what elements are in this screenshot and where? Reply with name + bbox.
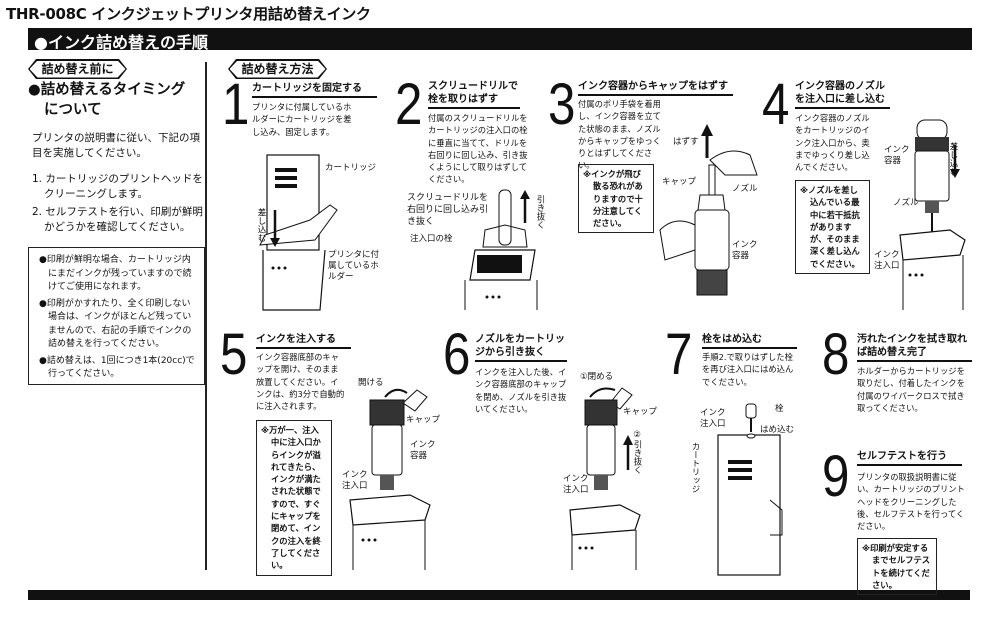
step-6-label-pull: ②引き抜く <box>632 430 642 474</box>
step-8-title: 汚れたインクを拭き取れば詰め替え完了 <box>857 333 972 362</box>
step-5-label-open: 開ける <box>358 378 384 388</box>
step-3-label-cap: キャップ <box>662 177 697 187</box>
method-label: 詰め替え方法 <box>230 61 326 78</box>
timing-note: ●詰め替えは、1回につき1本(20cc)で行ってください。 <box>39 355 195 380</box>
section-banner: ●インク詰め替えの手順 <box>28 28 972 52</box>
step-4-note: ※ノズルを差し込んでいる最中に若干抵抗がありますが、そのまま深く差し込んでくださ… <box>795 180 870 275</box>
step-6-text: インクを注入した後、インク容器底部のキャップを閉め、ノズルを引き抜いてください。 <box>475 367 567 414</box>
step-4-illustration <box>899 119 966 310</box>
step-3-label-container: インク容器 <box>732 240 758 261</box>
step-5-illustration <box>349 388 431 570</box>
step-5-label-cap: キャップ <box>406 415 441 425</box>
step-2-label-drill: スクリュードリルを右回りに回し込み引き抜く <box>407 193 489 227</box>
step-4-number: 4 <box>762 72 790 137</box>
step-3-illustration <box>659 124 758 296</box>
step-8-text: ホルダーからカートリッジを取りだし、付着したインクを付属のワイパークロスで拭き取… <box>857 366 965 413</box>
column-divider <box>205 62 207 570</box>
step-2-label-plug: 注入口の栓 <box>410 234 453 244</box>
step-4-label-container: インク容器 <box>884 145 910 166</box>
step-3-number: 3 <box>548 72 576 137</box>
step-1-label-insert: 差し込む <box>256 208 266 242</box>
step-1-number: 1 <box>222 72 250 137</box>
step-4-label-inlet: インク注入口 <box>874 250 900 271</box>
before-refill-tag: 詰め替え前に <box>28 59 127 79</box>
timing-item-1: 1. カートリッジのプリントヘッドをクリーニングします。 <box>32 173 203 200</box>
step-3-note: ※インクが飛び散る恐れがありますので十分注意してください。 <box>578 164 654 234</box>
before-refill-label: 詰め替え前に <box>30 61 126 78</box>
timing-heading: ●詰め替えるタイミング について <box>28 80 203 120</box>
method-tag: 詰め替え方法 <box>228 59 327 79</box>
step-6-title: ノズルをカートリッジから引き抜く <box>475 333 567 362</box>
step-2-title: スクリュードリルで栓を取りはずす <box>428 80 520 109</box>
step-3-title: インク容器からキャップをはずす <box>578 80 733 96</box>
timing-note: ●印刷が鮮明な場合、カートリッジ内にまだインクが残っていますので続けてご使用にな… <box>39 255 192 292</box>
step-2-text: 付属のスクリュードリルをカートリッジの注入口の栓に垂直に当てて、ドリルを右回りに… <box>428 113 528 185</box>
step-9-note: ※印刷が安定するまでセルフテストを続けてください。 <box>857 538 937 596</box>
step-2-illustration <box>464 189 538 310</box>
timing-intro: プリンタの説明書に従い、下記の項目を実施してください。 <box>32 132 200 159</box>
step-3-text: 付属のポリ手袋を着用し、インク容器を立てた状態のまま、ノズルからキャップをゆっく… <box>578 99 661 171</box>
step-9-title: セルフテストを行う <box>857 450 962 466</box>
step-7-number: 7 <box>665 322 693 387</box>
step-5-label-inlet: インク注入口 <box>342 470 368 491</box>
timing-heading-line1: ●詰め替えるタイミング <box>28 82 186 98</box>
step-7-text: 手順2.で取りはずした栓を再び注入口にはめ込んでください。 <box>702 352 794 387</box>
step-6-label-cap: キャップ <box>623 407 658 417</box>
step-6-label-close: ①閉める <box>580 372 614 382</box>
step-1-title: カートリッジを固定する <box>252 82 377 98</box>
step-3-label-nozzle: ノズル <box>732 184 758 194</box>
step-9-number: 9 <box>822 444 850 509</box>
timing-item-2: 2. セルフテストを行い、印刷が鮮明かどうかを確認してください。 <box>32 206 203 233</box>
step-7-label-plug: 栓 <box>775 404 784 414</box>
step-6-number: 6 <box>443 322 471 387</box>
step-5-number: 5 <box>220 322 248 387</box>
step-6-illustration <box>569 387 641 570</box>
step-4-title: インク容器のノズルを注入口に差し込む <box>795 80 890 109</box>
document-title: THR-008C インクジェットプリンタ用詰め替えインク <box>6 5 371 23</box>
step-7-illustration <box>717 403 783 576</box>
step-4-label-nozzle: ノズル <box>893 198 919 208</box>
step-2-number: 2 <box>395 72 423 137</box>
step-4-label-insert: 差し込む <box>948 142 958 176</box>
step-7-label-fit: はめ込む <box>760 425 795 435</box>
step-5-note: ※万が一、注入中に注入口からインクが溢れてきたら、インクが満たされた状態ですので… <box>256 420 332 576</box>
bottom-bar <box>28 590 970 600</box>
timing-note: ●印刷がかすれたり、全く印刷しない場合は、インクがほとんど残っていませんので、右… <box>39 298 192 350</box>
step-1-illustration <box>259 154 338 311</box>
step-4-text: インク容器のノズルをカートリッジのインク注入口から、奥までゆっくり差し込んでくだ… <box>795 113 870 173</box>
step-7-label-inlet: インク注入口 <box>700 408 726 429</box>
step-3-label-remove: はずす <box>673 137 699 147</box>
step-1-label-cartridge: カートリッジ <box>325 163 377 173</box>
step-5-label-container: インク容器 <box>410 440 436 461</box>
step-1-text: プリンタに付属しているホルダーにカートリッジを差し込み、固定します。 <box>252 102 352 137</box>
step-2-label-pull: 引き抜く <box>535 195 545 229</box>
timing-notes-box: ●印刷が鮮明な場合、カートリッジ内にまだインクが残っていますので続けてご使用にな… <box>28 247 205 385</box>
step-8-number: 8 <box>822 322 850 387</box>
step-1-label-holder: プリンタに付属しているホルダー <box>328 250 380 282</box>
timing-heading-line2: について <box>44 102 102 118</box>
step-7-title: 栓をはめ込む <box>702 333 797 349</box>
step-6-label-inlet: インク注入口 <box>563 474 589 495</box>
step-7-label-cartridge: カートリッジ <box>690 442 700 493</box>
step-5-title: インクを注入する <box>256 333 351 349</box>
step-9-text: プリンタの取扱説明書に従い、カートリッジのプリントヘッドをクリーニングした後、セ… <box>857 472 965 532</box>
step-5-text: インク容器底部のキャップを開け、そのまま放置してください。インクは、約3分で自動… <box>256 352 345 412</box>
